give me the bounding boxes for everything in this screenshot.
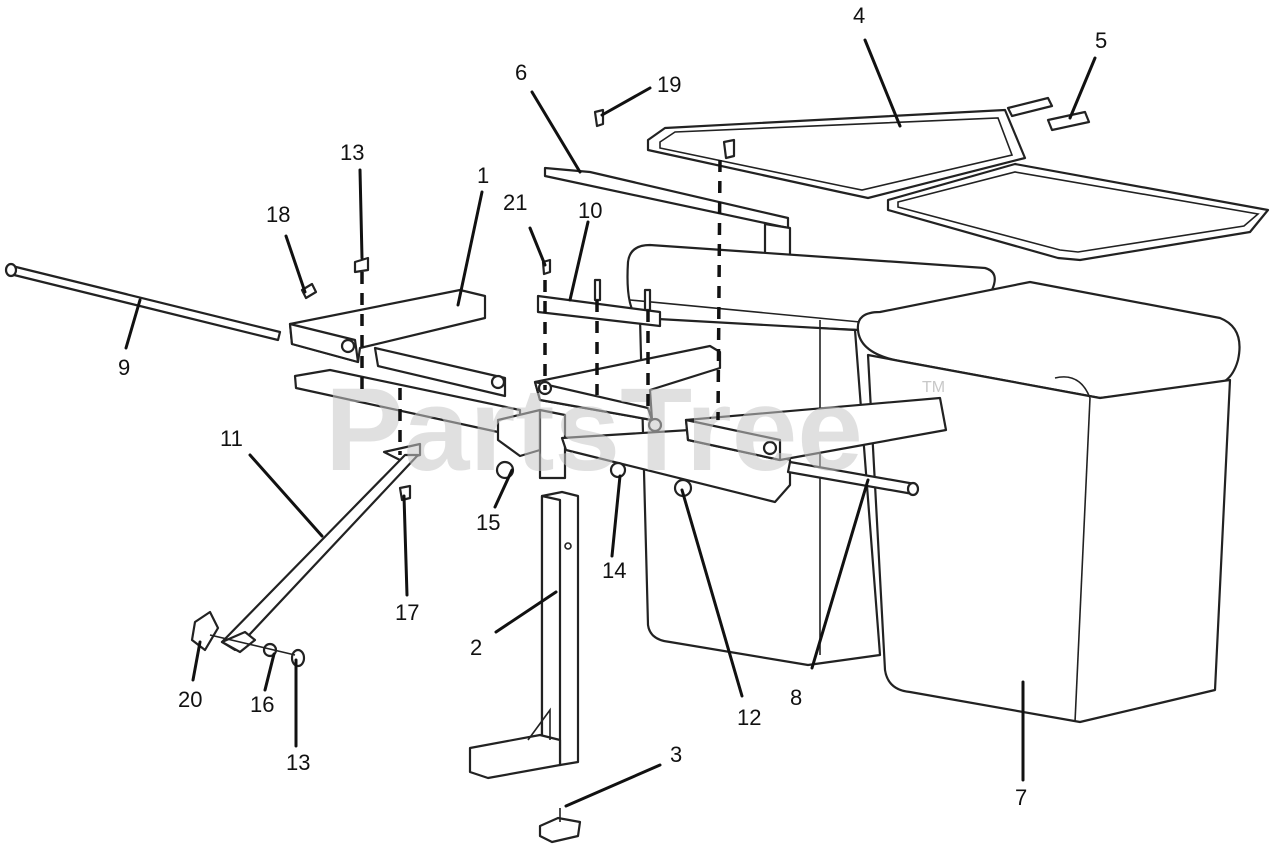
callout-13-top: 13 bbox=[340, 140, 364, 165]
callout-12: 12 bbox=[737, 705, 761, 730]
watermark-trademark: TM bbox=[922, 379, 945, 396]
callout-9: 9 bbox=[118, 355, 130, 380]
callout-2: 2 bbox=[470, 635, 482, 660]
callout-6: 6 bbox=[515, 60, 527, 85]
bag-lid-frame-left bbox=[646, 108, 1027, 200]
bottom-knob bbox=[538, 808, 582, 844]
watermark: PartsTree TM bbox=[325, 364, 945, 496]
callout-8: 8 bbox=[790, 685, 802, 710]
right-rod bbox=[786, 460, 920, 497]
callout-17: 17 bbox=[395, 600, 419, 625]
bag-lid-frame-right bbox=[886, 162, 1270, 262]
support-post bbox=[468, 490, 580, 780]
callout-3: 3 bbox=[670, 742, 682, 767]
callout-11: 11 bbox=[220, 426, 243, 451]
callout-19: 19 bbox=[657, 72, 681, 97]
callout-labels: 1 2 3 4 5 6 7 8 9 10 11 12 13 13 14 15 1… bbox=[118, 3, 1107, 810]
grass-bag-front bbox=[856, 280, 1241, 724]
callout-21: 21 bbox=[503, 190, 527, 215]
callout-18: 18 bbox=[266, 202, 290, 227]
callout-4: 4 bbox=[853, 3, 865, 28]
callout-20: 20 bbox=[178, 687, 202, 712]
brace-arm bbox=[220, 442, 422, 654]
knob-hardware bbox=[190, 610, 306, 668]
watermark-text: PartsTree bbox=[325, 364, 863, 496]
main-frame-assembly bbox=[288, 288, 948, 504]
callout-15: 15 bbox=[476, 510, 500, 535]
callout-7: 7 bbox=[1015, 785, 1027, 810]
callout-10: 10 bbox=[578, 198, 602, 223]
callout-5: 5 bbox=[1095, 28, 1107, 53]
long-rod bbox=[4, 262, 282, 342]
leader-lines bbox=[124, 38, 1097, 808]
hardware-bolts bbox=[300, 108, 736, 502]
assembly-lines bbox=[360, 159, 722, 455]
callout-1: 1 bbox=[477, 163, 489, 188]
callout-16: 16 bbox=[250, 692, 274, 717]
callout-14: 14 bbox=[602, 558, 626, 583]
callout-13-bottom: 13 bbox=[286, 750, 310, 775]
